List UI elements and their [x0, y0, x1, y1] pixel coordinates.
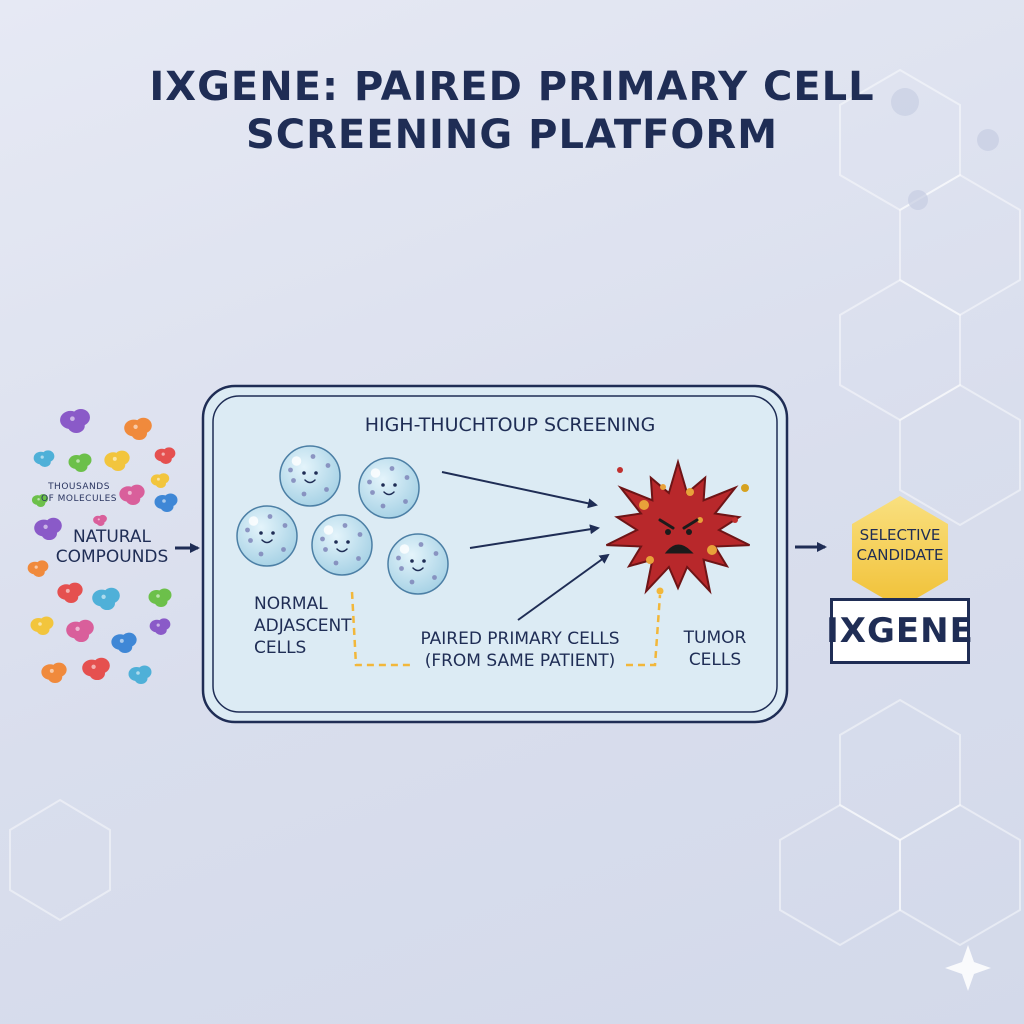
- natural-compounds-label: NATURAL COMPOUNDS: [52, 527, 172, 568]
- paired-cells-line-1: PAIRED PRIMARY CELLS: [420, 629, 620, 649]
- molecule-blob: [104, 450, 130, 472]
- arrow-normal-to-tumor-2: [469, 524, 600, 549]
- ixgene-brand-box: IXGENE: [826, 598, 973, 664]
- arrow-pairing-to-tumor: [517, 553, 610, 621]
- normal-cell-icon: [311, 514, 373, 576]
- normal-cell-icon: [236, 505, 298, 567]
- paired-cells-line-2: (FROM SAME PATIENT): [424, 651, 616, 672]
- pairing-connector-right: [626, 594, 662, 667]
- candidate-hexagon-icon: [852, 496, 948, 608]
- normal-cells-line-1: NORMAL: [254, 594, 328, 614]
- molecule-blob: [154, 447, 176, 464]
- normal-cell-icon: [387, 533, 449, 595]
- molecule-blob: [148, 588, 172, 607]
- molecule-blob: [119, 484, 145, 506]
- normal-cell-icon: [358, 457, 420, 519]
- tumor-cells-line-1: TUMOR: [683, 628, 747, 648]
- molecule-blob: [57, 582, 83, 603]
- paired-cells-label: PAIRED PRIMARY CELLS (FROM SAME PATIENT): [400, 628, 640, 672]
- molecule-blob: [66, 619, 94, 643]
- screening-title: HIGH-THUCHTOUP SCREENING: [364, 414, 656, 436]
- background-hex-pattern: [9, 68, 1021, 947]
- arrow-normal-to-tumor-1: [441, 471, 598, 509]
- molecules-note: THOUSANDS OF MOLECULES: [24, 482, 134, 505]
- molecule-blob: [92, 587, 120, 611]
- tumor-cell-spots: [639, 484, 717, 564]
- molecule-blob: [82, 657, 110, 681]
- tumor-particles: [617, 467, 749, 523]
- compound-molecules: [27, 408, 178, 684]
- molecule-blob: [30, 616, 54, 635]
- tumor-angry-face: [658, 518, 699, 554]
- molecule-blob: [34, 517, 62, 541]
- molecule-blob: [154, 493, 178, 512]
- molecules-note-line-1: THOUSANDS: [48, 482, 110, 492]
- tumor-cell-body: [605, 458, 751, 595]
- molecule-blob: [150, 473, 170, 488]
- molecule-blob: [149, 618, 171, 635]
- selective-candidate-line-2: CANDIDATE: [856, 545, 944, 564]
- normal-cells-line-2: ADJASCENT: [254, 615, 352, 636]
- molecule-blob: [111, 632, 137, 653]
- normal-cells: [236, 445, 449, 595]
- selective-candidate-line-1: SELECTIVE: [859, 526, 941, 544]
- molecule-blob: [68, 453, 92, 472]
- normal-cells-line-3: CELLS: [254, 637, 307, 658]
- molecule-blob: [31, 494, 49, 507]
- molecule-blob: [27, 560, 49, 577]
- tumor-cells-line-2: CELLS: [688, 650, 742, 671]
- pairing-connector-end: [656, 587, 664, 595]
- molecules-note-line-2: OF MOLECULES: [41, 493, 117, 504]
- page-title-line-1: IXGENE: PAIRED PRIMARY CELL: [149, 64, 875, 110]
- screening-panel-outer: [201, 384, 789, 724]
- natural-compounds-line-2: COMPOUNDS: [55, 547, 169, 568]
- selective-candidate-label: SELECTIVE CANDIDATE: [838, 526, 962, 565]
- natural-compounds-line-1: NATURAL: [72, 527, 152, 547]
- molecule-blob: [33, 450, 55, 467]
- molecule-blob: [60, 408, 90, 433]
- molecule-blob: [128, 665, 152, 684]
- normal-cell-icon: [279, 445, 341, 507]
- molecule-blob: [124, 417, 152, 440]
- molecule-blob: [41, 662, 67, 683]
- page-title-line-2: SCREENING PLATFORM: [245, 112, 779, 158]
- sparkle-icon: [945, 945, 991, 991]
- screening-panel-inner: [212, 395, 778, 713]
- background-dots: [891, 88, 999, 210]
- pairing-connector-left: [350, 591, 410, 667]
- tumor-cell-icon: [605, 458, 751, 595]
- tumor-cells-label: TUMOR CELLS: [665, 627, 765, 671]
- normal-cells-label: NORMAL ADJASCENT CELLS: [254, 594, 364, 659]
- molecule-blob: [93, 514, 107, 526]
